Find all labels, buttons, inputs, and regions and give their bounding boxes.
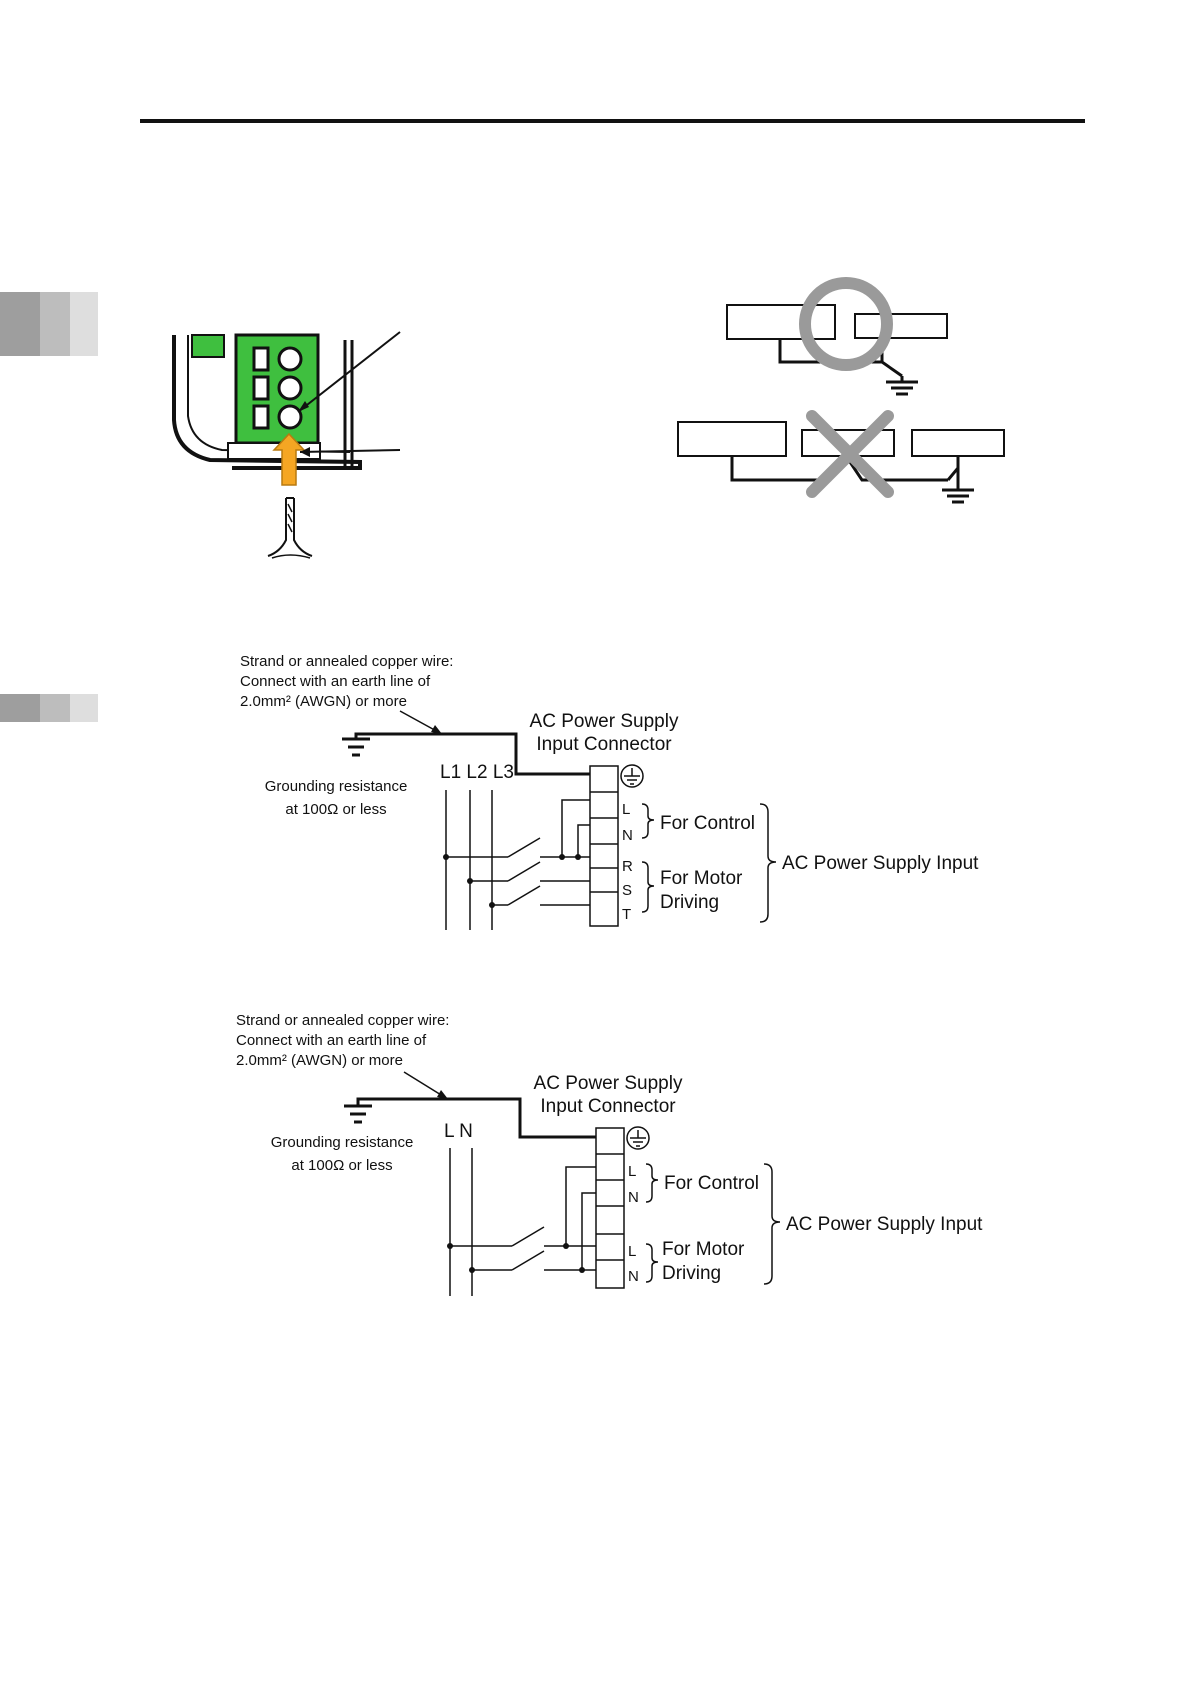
terminal-screws (252, 346, 303, 430)
terminal-label: L (622, 801, 630, 818)
wire-note-line: Strand or annealed copper wire: (236, 1012, 449, 1029)
for-control-label: For Control (664, 1173, 759, 1194)
device-box (854, 313, 948, 339)
connector-block (595, 1127, 625, 1289)
supply-lines-label: L N (444, 1121, 473, 1142)
brace-control (645, 1163, 659, 1203)
brace-ac-input (763, 1163, 781, 1285)
grounding-correct-example (726, 277, 948, 396)
circle-o-icon (799, 277, 893, 371)
ground-symbol-icon (344, 1104, 372, 1124)
supply-line-wires (449, 1148, 596, 1296)
brace-motor (645, 1243, 659, 1283)
brace-control (641, 803, 655, 839)
connector-title-line: AC Power Supply (534, 1073, 683, 1094)
device-box (726, 304, 836, 340)
wire-note-line: Connect with an earth line of (236, 1032, 427, 1049)
insert-arrow-icon (272, 432, 306, 486)
ground-note-line: at 100Ω or less (291, 1157, 392, 1174)
three-phase-wiring-diagram: Strand or annealed copper wire: Connect … (240, 653, 979, 930)
connector-title-line: Input Connector (536, 734, 672, 755)
grounding-wrong-example (677, 410, 1005, 504)
terminal-label: N (628, 1189, 639, 1206)
brace-ac-input (759, 803, 777, 923)
terminal-label: T (622, 906, 631, 923)
connector-title-line: AC Power Supply (530, 711, 679, 732)
ground-note-line: Grounding resistance (265, 778, 408, 795)
protective-earth-icon (626, 1126, 650, 1150)
for-motor-label: For Motor (660, 868, 743, 889)
protective-earth-icon (620, 764, 644, 788)
device-box (677, 421, 787, 457)
ground-note-line: at 100Ω or less (285, 801, 386, 818)
earth-wire (267, 498, 313, 557)
for-motor-label: Driving (660, 892, 719, 913)
for-control-label: For Control (660, 813, 755, 834)
terminal-label: N (628, 1268, 639, 1285)
terminal-label: L (628, 1243, 636, 1260)
terminal-illustration (172, 331, 401, 559)
connector-title-line: Input Connector (540, 1096, 676, 1117)
supply-lines-label: L1 L2 L3 (440, 762, 514, 783)
connector-block (589, 765, 619, 927)
single-phase-wiring-diagram: Strand or annealed copper wire: Connect … (236, 1012, 983, 1296)
side-tab-lower (0, 694, 98, 722)
ac-input-label: AC Power Supply Input (782, 853, 979, 874)
leader-line-slot (299, 449, 401, 453)
for-motor-label: Driving (662, 1263, 721, 1284)
for-motor-label: For Motor (662, 1239, 745, 1260)
terminal-label: N (622, 827, 633, 844)
earth-line (354, 732, 590, 776)
wire-note-line: 2.0mm² (AWGN) or more (240, 693, 407, 710)
wire-note-line: Connect with an earth line of (240, 673, 431, 690)
ground-symbol-icon (942, 488, 974, 504)
terminal-block (234, 333, 320, 445)
side-tab-upper (0, 292, 98, 356)
ground-note-line: Grounding resistance (271, 1134, 414, 1151)
ac-input-label: AC Power Supply Input (786, 1214, 983, 1235)
wire-note-line: Strand or annealed copper wire: (240, 653, 453, 670)
brace-motor (641, 861, 655, 913)
device-box (911, 429, 1005, 457)
terminal-label: L (628, 1163, 636, 1180)
leader-line-screw (297, 331, 401, 413)
terminal-label: R (622, 858, 633, 875)
ground-symbol-icon (342, 737, 370, 757)
wire-note-line: 2.0mm² (AWGN) or more (236, 1052, 403, 1069)
terminal-label: S (622, 882, 632, 899)
ground-symbol-icon (886, 380, 918, 396)
supply-line-wires (445, 790, 590, 930)
earth-line (356, 1097, 596, 1139)
cross-x-icon (806, 410, 894, 498)
